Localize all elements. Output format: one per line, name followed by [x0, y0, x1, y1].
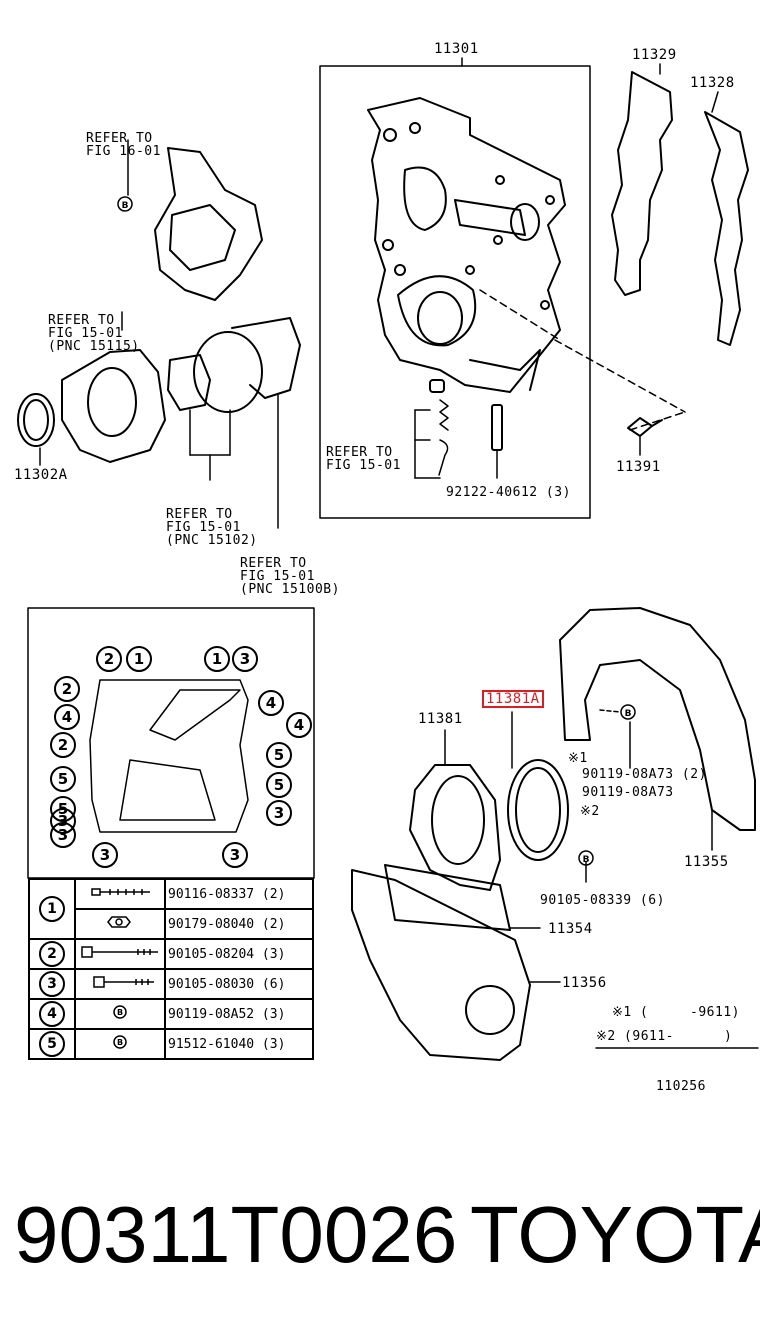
footnote-1: ※1 ( -9611) — [612, 1005, 740, 1020]
label-92122: 92122-40612 (3) — [446, 485, 571, 500]
legend-part-number: 91512-61040 (3) — [164, 1028, 314, 1060]
bolt-callout-2: 1 — [204, 646, 230, 672]
bolt-icon-cell — [74, 908, 166, 940]
bolt-icon-cell — [74, 938, 166, 970]
oil-seal-11381A — [507, 759, 569, 861]
table-row: 1 90116-08337 (2) — [28, 878, 314, 940]
bolt-stud-icon — [91, 888, 150, 896]
plate-11355 — [559, 607, 756, 831]
long-bolt-icon — [81, 946, 158, 958]
bolt-callout-3: 3 — [232, 646, 258, 672]
washer-b-label: B — [625, 709, 632, 719]
label-90119-a: 90119-08A73 (2) — [582, 767, 707, 782]
label-90119-b: 90119-08A73 — [582, 785, 674, 800]
bolt-callout-15: 3 — [92, 842, 118, 868]
legend-part-number: 90105-08030 (6) — [164, 968, 314, 1000]
timing-cover-frame — [319, 65, 591, 519]
bolt-callout-17: 3 — [50, 808, 76, 834]
svg-text:B: B — [117, 1038, 123, 1047]
bolt-callout-6: 4 — [54, 704, 80, 730]
bolt-callout-16: 3 — [222, 842, 248, 868]
gasket-11329 — [611, 71, 673, 296]
gasket-11328 — [704, 111, 749, 346]
label-11381A-highlighted: 11381A — [482, 690, 544, 708]
retainer-11381 — [409, 764, 501, 891]
label-11356: 11356 — [562, 975, 607, 991]
bolt-callout-0: 2 — [96, 646, 122, 672]
legend-number: 4 — [39, 1001, 65, 1027]
legend-number: 2 — [39, 941, 65, 967]
label-11328: 11328 — [690, 75, 735, 91]
bolt-callout-13: 3 — [266, 800, 292, 826]
footnote-2: ※2 (9611- ) — [596, 1029, 733, 1044]
note-2: ※2 — [580, 804, 600, 819]
table-row: 2 90105-08204 (3) — [28, 938, 314, 970]
bolt-callout-5: 4 — [258, 690, 284, 716]
table-row: 90179-08040 (2) — [29, 908, 314, 940]
label-11354: 11354 — [548, 921, 593, 937]
label-11391: 11391 — [616, 459, 661, 475]
bolt-legend-table: 1 90116-08337 (2) 90179-08040 (2) 2 9010… — [28, 878, 314, 1060]
label-11301: 11301 — [434, 41, 479, 57]
label-11381: 11381 — [418, 711, 463, 727]
note-1: ※1 — [568, 751, 588, 766]
washer-b-icon: B — [113, 1035, 127, 1049]
washer-b-icon — [578, 850, 594, 866]
bolt-callout-1: 1 — [126, 646, 152, 672]
plate-11354 — [384, 864, 511, 931]
legend-number: 5 — [39, 1031, 65, 1057]
bolt-icon-cell — [74, 968, 166, 1000]
washer-b-icon — [620, 704, 636, 720]
bolt-callout-11: 5 — [266, 772, 292, 798]
table-row: 5 B 91512-61040 (3) — [28, 1028, 314, 1060]
legend-number: 1 — [39, 896, 65, 922]
flange-bolt-icon — [93, 976, 154, 988]
washer-b-label: B — [122, 201, 129, 211]
legend-part-number: 90105-08204 (3) — [164, 938, 314, 970]
bolt-icon-cell: B — [74, 1028, 166, 1060]
bolt-callout-10: 5 — [50, 766, 76, 792]
label-11329: 11329 — [632, 47, 677, 63]
legend-num-cell: 1 — [28, 878, 76, 940]
legend-num-cell: 5 — [28, 1028, 76, 1060]
oil-pump — [61, 349, 166, 463]
label-11355: 11355 — [684, 854, 729, 870]
bolt-icon-cell — [74, 878, 166, 910]
bolt-pattern-frame — [27, 607, 315, 879]
brand-name: TOYOTA — [470, 1190, 760, 1279]
water-pump — [154, 147, 263, 301]
label-90105: 90105-08339 (6) — [540, 893, 665, 908]
bolt-callout-8: 2 — [50, 732, 76, 758]
legend-number: 3 — [39, 971, 65, 997]
legend-num-cell: 3 — [28, 968, 76, 1000]
bolt-icon-cell: B — [74, 998, 166, 1030]
svg-text:B: B — [117, 1008, 123, 1017]
legend-part-number: 90119-08A52 (3) — [164, 998, 314, 1030]
washer-b-label: B — [583, 855, 590, 865]
legend-num-cell: 2 — [28, 938, 76, 970]
timing-cover — [367, 97, 566, 393]
legend-num-cell: 4 — [28, 998, 76, 1030]
part-number-title: 90311T0026 — [14, 1190, 458, 1279]
bolt-callout-9: 5 — [266, 742, 292, 768]
plate-11356 — [351, 869, 531, 1061]
table-row: 4 B 90119-08A52 (3) — [28, 998, 314, 1030]
bolt-callout-7: 4 — [286, 712, 312, 738]
bolt-callout-4: 2 — [54, 676, 80, 702]
washer-b-icon — [117, 196, 133, 212]
washer-b-icon: B — [113, 1005, 127, 1019]
table-row: 3 90105-08030 (6) — [28, 968, 314, 1000]
nut-icon — [107, 916, 131, 928]
label-11302A: 11302A — [14, 467, 68, 483]
legend-part-number: 90116-08337 (2) — [164, 878, 314, 910]
figure-number: 110256 — [656, 1079, 706, 1094]
legend-part-number: 90179-08040 (2) — [164, 908, 314, 940]
